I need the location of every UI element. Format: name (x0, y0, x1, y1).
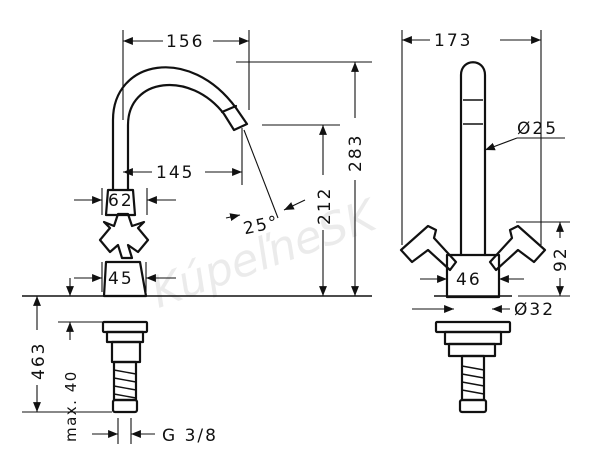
front-view: 173 Ø25 92 46 Ø32 (399, 30, 571, 414)
spout-column (459, 61, 487, 257)
dim-spout-diameter: Ø25 (517, 119, 558, 139)
dim-front-body-width: 46 (456, 270, 482, 290)
dim-handle-base: 45 (108, 269, 134, 289)
side-view: 156 145 62 45 283 212 25° (22, 30, 372, 446)
dim-max-deck-thickness: max. 40 (62, 370, 80, 442)
front-below-deck (434, 320, 512, 414)
dim-body-width: 62 (108, 191, 134, 211)
dim-base-diameter: Ø32 (514, 300, 555, 320)
dim-total-height: 283 (346, 134, 366, 172)
dim-outlet-reach: 145 (156, 163, 194, 183)
faucet-body (98, 188, 150, 298)
dim-spout-reach: 156 (166, 32, 204, 52)
left-handle (399, 224, 458, 272)
below-deck-assembly (101, 320, 149, 414)
dim-front-width: 173 (434, 31, 472, 51)
right-handle (488, 224, 547, 272)
dim-below-deck-length: 463 (29, 342, 49, 380)
watermark-text: KúpeľneSK (145, 189, 386, 318)
spout-gooseneck (111, 66, 249, 192)
dim-outlet-height: 212 (315, 187, 335, 225)
dim-handle-height: 92 (551, 246, 571, 272)
dim-connection-thread: G 3/8 (162, 426, 218, 446)
